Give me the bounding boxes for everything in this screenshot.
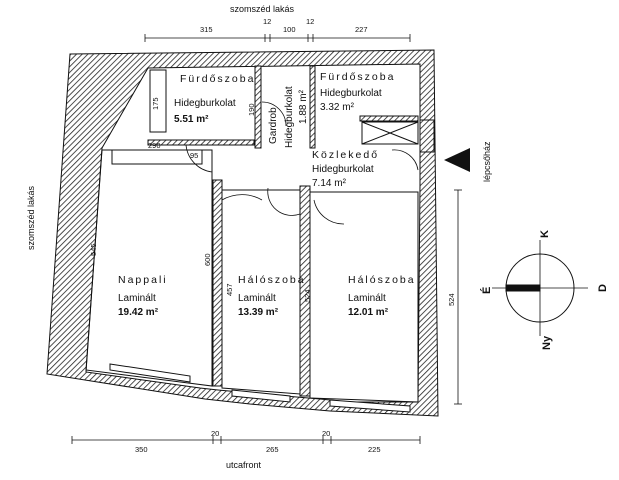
living-room-area: 19.42 m² — [118, 307, 159, 318]
window-sill — [419, 119, 435, 153]
bedroom2-outline — [309, 191, 419, 403]
bedroom2-name: Hálószoba — [348, 274, 416, 286]
dim-bottom-1: 350 — [135, 445, 148, 454]
bedroom1-material: Laminált — [238, 293, 276, 304]
dim-top-1: 315 — [200, 25, 213, 34]
bedroom1-outline — [221, 189, 301, 395]
bathroom1-name: Fürdőszoba — [180, 73, 255, 85]
bathroom2-name: Fürdőszoba — [320, 71, 395, 83]
street-front-label: utcafront — [226, 460, 262, 470]
stairwell-label: lépcsőház — [482, 141, 492, 182]
left-neighbor-label: szomszéd lakás — [26, 185, 36, 250]
bathroom2-area: 3.32 m² — [320, 102, 355, 113]
dim-bottom-3: 265 — [266, 445, 279, 454]
dim-bottom-4: 20 — [322, 429, 330, 438]
windows — [109, 363, 411, 413]
bathroom1-area: 5.51 m² — [174, 114, 209, 125]
door-swings — [185, 101, 419, 225]
entrance-arrow — [444, 148, 470, 172]
bedroom1-name: Hálószoba — [238, 274, 306, 286]
dim-top-5: 227 — [355, 25, 368, 34]
pantry-area: 1.88 m² — [298, 89, 309, 124]
top-neighbor-label: szomszéd lakás — [230, 4, 295, 14]
compass-north: K — [539, 230, 551, 238]
dim-kitchen-290: 290 — [148, 141, 161, 150]
bedroom1-area: 13.39 m² — [238, 307, 279, 318]
hallway-material: Hidegburkolat — [312, 164, 374, 175]
dim-bedroom1-524: 524 — [303, 289, 312, 302]
bedroom2-area: 12.01 m² — [348, 307, 389, 318]
dim-living-600: 600 — [203, 253, 212, 266]
dim-bath-175: 175 — [151, 97, 160, 110]
bedroom2-material: Laminált — [348, 293, 386, 304]
kitchen-counter — [111, 149, 203, 165]
top-dimension-line — [144, 34, 411, 42]
dim-bottom-2: 20 — [211, 429, 219, 438]
dim-top-2: 12 — [263, 17, 271, 26]
compass-rose — [492, 240, 588, 336]
bottom-dimension-line — [71, 436, 421, 444]
bathroom2-material: Hidegburkolat — [320, 88, 382, 99]
dim-kitchen-95: 95 — [190, 151, 198, 160]
compass-south: Ny — [541, 335, 553, 350]
dim-bath-190: 190 — [247, 103, 256, 116]
pantry-material: Hidegburkolat — [284, 86, 295, 148]
dim-right-524: 524 — [447, 293, 456, 306]
dim-bedroom1-457: 457 — [225, 283, 234, 296]
right-dimension-line — [454, 189, 462, 405]
exterior-wall — [46, 49, 439, 417]
living-room-name: Nappali — [118, 274, 168, 286]
dim-bottom-5: 225 — [368, 445, 381, 454]
bath1-tub — [149, 69, 167, 133]
dim-living-545: 545 — [89, 243, 98, 256]
hallway-name: Közlekedő — [312, 149, 379, 161]
shower-tray — [361, 121, 419, 145]
dim-top-3: 100 — [283, 25, 296, 34]
hallway-area: 7.14 m² — [312, 178, 347, 189]
pantry-name: Gardrob — [268, 107, 279, 144]
bathroom1-material: Hidegburkolat — [174, 98, 236, 109]
living-room-material: Laminált — [118, 293, 156, 304]
dim-top-4: 12 — [306, 17, 314, 26]
living-room-outline — [85, 149, 213, 387]
compass-west: É — [480, 287, 493, 294]
compass-east: D — [597, 284, 609, 292]
